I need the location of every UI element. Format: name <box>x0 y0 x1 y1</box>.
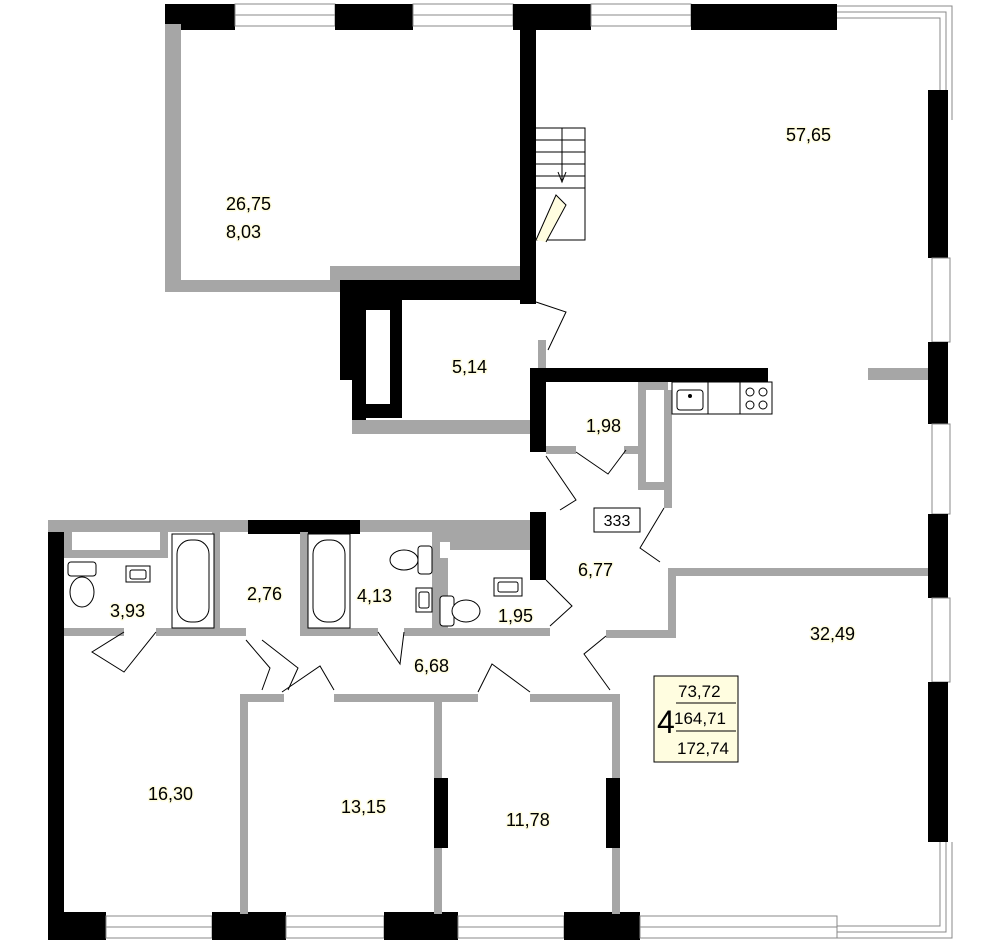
terrace-reduced-area-label: 8,03 <box>226 222 261 242</box>
door-swings <box>91 631 531 693</box>
outer-walls <box>48 3 953 940</box>
stair-icon <box>535 127 586 243</box>
kitchen-sink-icon <box>671 381 709 415</box>
kitchen-dining-area-label: 32,49 <box>810 624 855 644</box>
apartment-number: 333 <box>604 513 631 530</box>
bathtub-icon <box>307 533 351 629</box>
sink-icon <box>493 577 523 597</box>
corridor-area-label: 6,68 <box>414 656 449 676</box>
stove-icon <box>707 381 773 415</box>
sink-icon <box>415 587 433 613</box>
bathroom-walls <box>48 520 550 636</box>
rooms-count: 4 <box>657 704 675 740</box>
central-walls <box>530 368 928 580</box>
hall-area-label: 6,77 <box>578 560 613 580</box>
laundry-area-label: 2,76 <box>247 584 282 604</box>
bathtub-icon <box>171 533 215 629</box>
wc-area-label: 1,95 <box>498 606 533 626</box>
bathroom2-area-label: 4,13 <box>357 586 392 606</box>
bathroom1-area-label: 3,93 <box>110 601 145 621</box>
hall-walls <box>545 490 928 691</box>
living-room-area-label: 57,65 <box>786 125 831 145</box>
toilet-icon <box>67 561 97 608</box>
toilet-icon <box>439 595 481 627</box>
terrace-walls <box>165 24 536 304</box>
bedroom3-area-label: 11,78 <box>506 810 550 830</box>
storage-walls <box>340 280 567 434</box>
bedroom2-area-label: 13,15 <box>341 797 386 817</box>
area-summary-box: 4 73,72 164,71 172,74 <box>653 675 739 763</box>
terrace-area-label: 26,75 <box>226 194 271 214</box>
living-area-value: 73,72 <box>678 682 721 701</box>
storage-area-label: 5,14 <box>452 357 487 377</box>
wardrobe-walls <box>545 382 672 511</box>
total-area-value: 164,71 <box>674 709 726 728</box>
sink-icon <box>125 565 151 583</box>
bedroom1-area-label: 16,30 <box>148 784 193 804</box>
room-labels: 26,75 8,03 57,65 5,14 1,98 6,77 3,93 2,7… <box>109 124 857 832</box>
bedroom-walls <box>240 694 620 914</box>
wardrobe-area-label: 1,98 <box>586 416 621 436</box>
apartment-number-badge: 333 <box>593 507 641 533</box>
toilet-icon <box>389 545 433 575</box>
total-area-with-balcony-value: 172,74 <box>677 739 729 758</box>
